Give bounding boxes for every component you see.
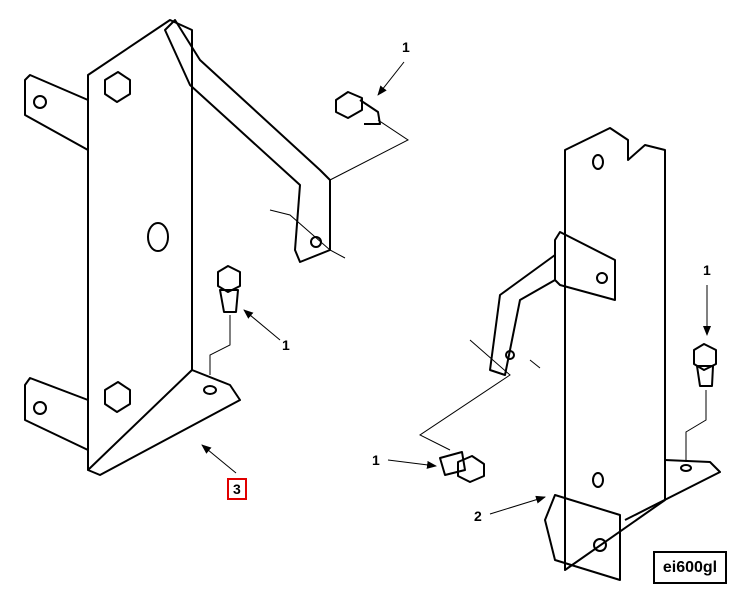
leader-lines bbox=[201, 61, 711, 515]
callout-2: 2 bbox=[474, 508, 482, 524]
bolt-1b bbox=[209, 265, 241, 375]
bolt-1c bbox=[685, 343, 717, 462]
callout-1-bottom: 1 bbox=[372, 452, 380, 468]
bracket-assembly-right bbox=[419, 127, 721, 581]
callout-1-left-bolt: 1 bbox=[282, 337, 290, 353]
bolt-1a bbox=[269, 91, 409, 259]
bolt-1d bbox=[439, 451, 485, 483]
callout-1-top: 1 bbox=[402, 39, 410, 55]
callout-1-right: 1 bbox=[703, 262, 711, 278]
callout-3-highlighted[interactable]: 3 bbox=[227, 478, 247, 500]
figure-id-label: ei600gl bbox=[653, 551, 727, 584]
bracket-assembly-left bbox=[24, 19, 331, 476]
